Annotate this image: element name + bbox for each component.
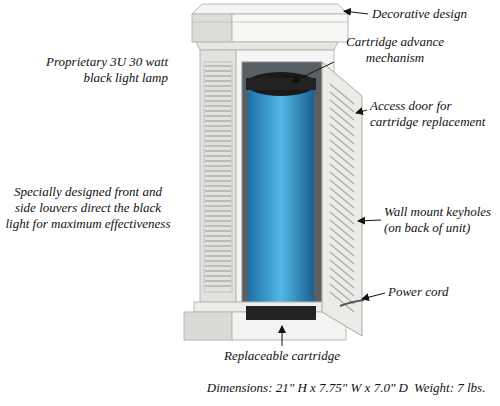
leader-arrow [358, 220, 381, 221]
top-roller [246, 78, 316, 90]
cap-base [196, 42, 338, 50]
callout-label: Decorative design [372, 6, 496, 22]
side-face [200, 50, 236, 302]
leader-arrow [344, 11, 368, 14]
cartridge [248, 90, 314, 316]
louver-frame [204, 62, 232, 292]
bottom-roller [246, 306, 316, 320]
leader-arrow [356, 110, 367, 113]
door-louvers [330, 84, 354, 312]
side-louvers [205, 66, 231, 286]
leader-arrow [292, 62, 334, 82]
callout-label: Power cord [388, 284, 488, 300]
callout-label: Wall mount keyholes (on back of unit) [384, 204, 496, 236]
callout-label: Replaceable cartridge [212, 348, 352, 364]
leader-arrow [282, 326, 283, 346]
access-door [322, 62, 362, 336]
cap-side [192, 14, 232, 42]
cap-molding [232, 22, 348, 23]
power-cord [340, 300, 364, 306]
leader-arrow [362, 293, 385, 299]
base-side [184, 312, 232, 340]
cap-front [232, 14, 348, 42]
dimension-note: Dimensions: 21" H x 7.75" W x 7.0" D [150, 380, 408, 396]
callout-label: Access door for cartridge replacement [370, 98, 494, 130]
callout-label: Proprietary 3U 30 watt black light lamp [40, 54, 168, 86]
weight-note: Weight: 7 lbs. [414, 380, 496, 396]
callout-label: Cartridge advance mechanism [334, 34, 456, 66]
cap-molding [192, 22, 232, 23]
callout-label: Specially designed front and side louver… [4, 184, 172, 232]
cap-top [192, 4, 348, 14]
